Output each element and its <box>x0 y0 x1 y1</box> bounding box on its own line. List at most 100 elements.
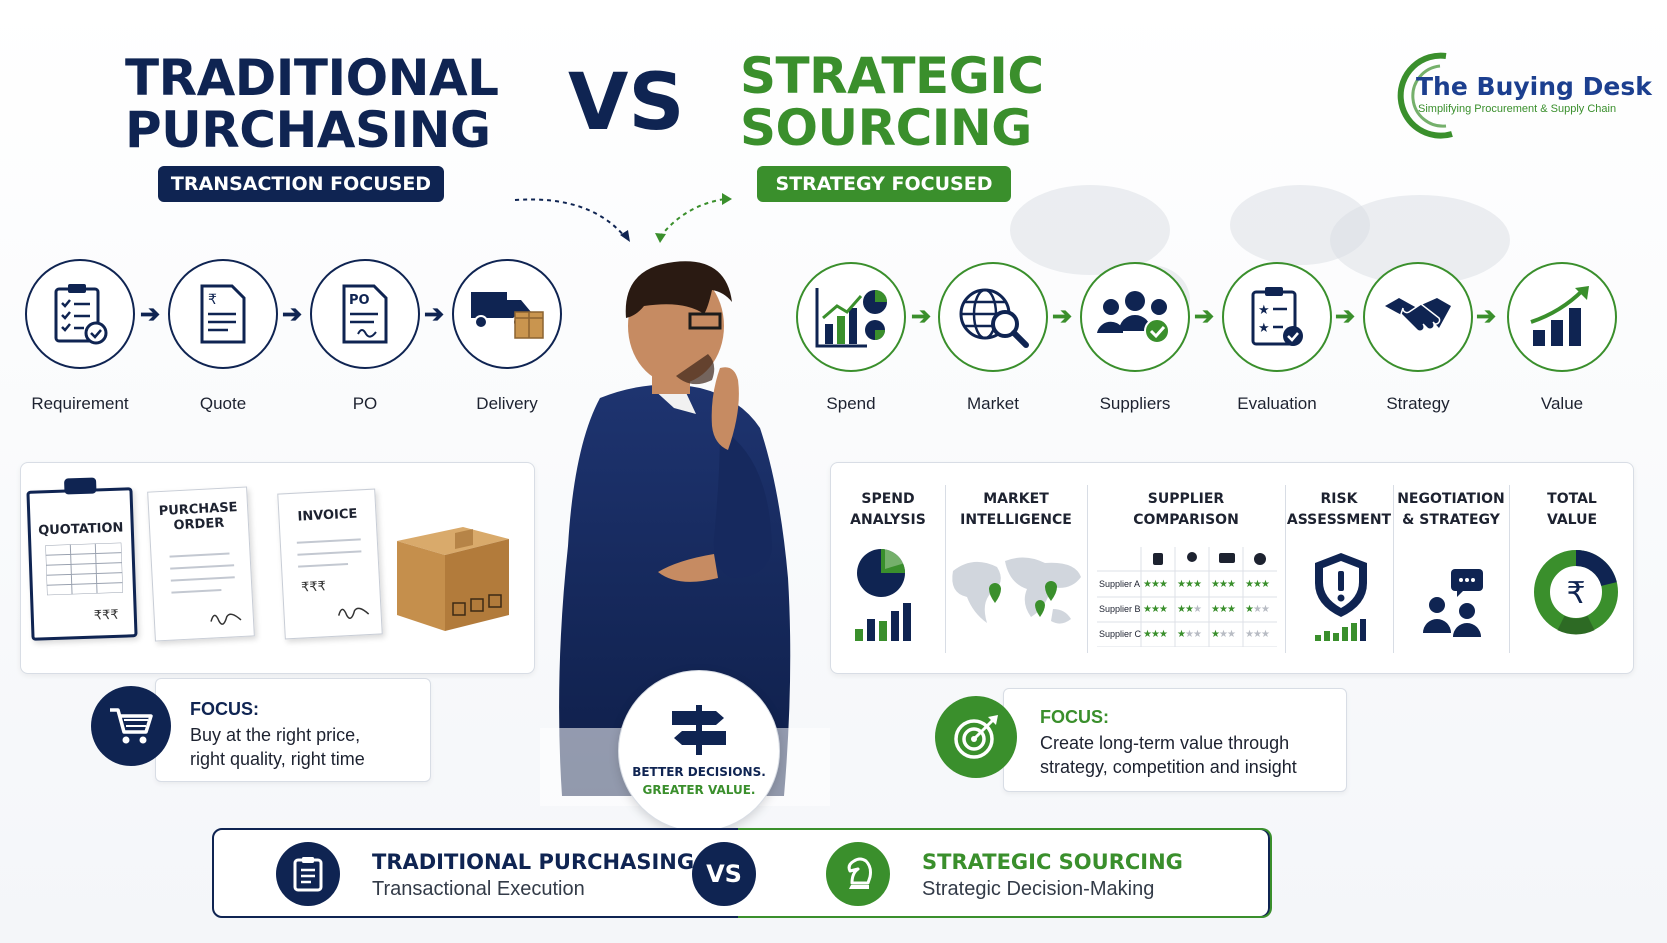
rating-stars: ★★★ <box>1177 604 1202 615</box>
logo-name: The Buying Desk <box>1416 72 1652 101</box>
clip-icon <box>64 477 97 495</box>
value-circle <box>1507 262 1617 372</box>
column-divider <box>945 485 946 653</box>
strategy-focused-pill: STRATEGY FOCUSED <box>757 166 1011 202</box>
quote-circle: ₹ <box>168 259 278 369</box>
rating-stars: ★★★ <box>1245 579 1270 590</box>
bottom-green-border <box>738 828 1272 918</box>
rating-stars: ★★★ <box>1143 604 1168 615</box>
doc-line <box>169 552 230 558</box>
step-label-suppliers: Suppliers <box>1099 394 1171 413</box>
svg-text:₹: ₹ <box>208 292 217 308</box>
column-divider <box>1509 485 1510 653</box>
column-head-line2: COMPARISON <box>1133 512 1239 528</box>
spend-analysis-icon <box>855 547 911 641</box>
bottom-chess-badge <box>826 842 890 906</box>
strategic-title: STRATEGIC SOURCING <box>740 50 1044 157</box>
step-label-po: PO <box>352 394 378 413</box>
bottom-clipboard-badge <box>276 842 340 906</box>
arrow-icon: ➔ <box>1476 303 1497 330</box>
step-label-value: Value <box>1540 394 1584 413</box>
bottom-vs-badge: VS <box>692 842 756 906</box>
column-divider <box>1087 485 1088 653</box>
purchase-order-title: PURCHASE ORDER <box>149 500 248 535</box>
traditional-focus-heading: FOCUS: <box>190 699 259 719</box>
cart-badge <box>91 686 171 766</box>
step-label-delivery: Delivery <box>476 394 538 413</box>
svg-text:₹: ₹ <box>1566 576 1585 611</box>
doc-line <box>171 588 222 594</box>
chess-knight-icon <box>847 857 872 889</box>
cardboard-box-icon <box>397 527 509 631</box>
rating-stars: ★★★ <box>1211 629 1236 640</box>
column-head-line1: MARKET <box>983 491 1049 507</box>
traditional-documents-panel: QUOTATION ₹₹₹ PURCHASE ORDER INVOICE ₹₹₹ <box>20 462 535 674</box>
strategic-focus-box: FOCUS: Create long-term value through st… <box>1003 688 1347 792</box>
traditional-title-line1: TRADITIONAL <box>125 49 499 107</box>
badge-line1: BETTER DECISIONS. <box>632 765 766 779</box>
dashed-arrows <box>514 193 732 243</box>
evaluation-clipboard-icon: ★ ★ <box>1251 287 1303 346</box>
world-map-pins-icon <box>952 557 1081 624</box>
column-head-line2: ASSESSMENT <box>1286 512 1392 528</box>
quotation-document: QUOTATION ₹₹₹ <box>26 477 138 641</box>
growth-chart-icon <box>1530 286 1589 346</box>
step-label-spend: Spend <box>826 394 876 413</box>
column-head-line1: NEGOTIATION <box>1397 491 1505 507</box>
strategic-focus-heading: FOCUS: <box>1040 707 1109 727</box>
step-label-quote: Quote <box>199 394 247 413</box>
negotiation-people-icon <box>1423 569 1483 637</box>
traditional-focus-line2: right quality, right time <box>190 749 365 769</box>
delivery-circle <box>452 259 562 369</box>
column-head-line2: INTELLIGENCE <box>960 512 1072 528</box>
bottom-comparison-bar: TRADITIONAL PURCHASING Transactional Exe… <box>212 828 1272 918</box>
doc-line <box>170 564 235 570</box>
suppliers-group-icon <box>1097 291 1170 344</box>
signature-icon <box>337 607 370 619</box>
rating-stars: ★★★ <box>1177 629 1202 640</box>
column-head-line2: ANALYSIS <box>850 512 926 528</box>
arrow-icon: ➔ <box>911 303 932 330</box>
supplier-comparison-table: Supplier A Supplier B Supplier C ★★★★★★★… <box>1097 547 1277 647</box>
rupee-document-icon: ₹ <box>200 284 246 344</box>
rating-stars: ★★★ <box>1211 579 1236 590</box>
column-head-risk-assessment: RISK ASSESSMENT <box>1285 489 1393 531</box>
supplier-row-name: Supplier A <box>1099 579 1141 589</box>
supplier-row-name: Supplier B <box>1099 604 1141 614</box>
logo-swoosh-icon <box>1397 52 1453 139</box>
strategic-analysis-panel: SPEND ANALYSIS MARKET INTELLIGENCE SUPPL… <box>830 462 1634 674</box>
spend-circle <box>796 262 906 372</box>
step-label-evaluation: Evaluation <box>1237 394 1317 413</box>
quotation-table <box>45 542 124 596</box>
rating-stars: ★★★ <box>1211 604 1236 615</box>
column-divider <box>1285 485 1286 653</box>
handshake-icon <box>1385 298 1451 332</box>
column-head-line2: VALUE <box>1546 512 1598 528</box>
strategic-focus-line1: Create long-term value through <box>1040 733 1290 753</box>
target-icon <box>954 715 998 759</box>
column-head-total-value: TOTAL VALUE <box>1509 489 1635 531</box>
bottom-traditional-sub: Transactional Execution <box>372 878 585 900</box>
signpost-icon <box>672 705 726 755</box>
column-head-line1: TOTAL <box>1547 491 1597 507</box>
doc-line <box>170 576 235 582</box>
signature-icon <box>210 613 242 625</box>
traditional-title: TRADITIONAL PURCHASING <box>125 49 499 156</box>
shopping-cart-icon <box>110 708 153 744</box>
bottom-traditional-title: TRADITIONAL PURCHASING <box>372 850 695 874</box>
column-head-supplier-comparison: SUPPLIER COMPARISON <box>1087 489 1285 531</box>
arrow-icon: ➔ <box>1335 303 1356 330</box>
transaction-focused-pill: TRANSACTION FOCUSED <box>158 166 444 202</box>
better-decisions-badge: BETTER DECISIONS. GREATER VALUE. <box>618 670 780 832</box>
arrow-icon: ➔ <box>424 301 445 328</box>
badge-line2: GREATER VALUE. <box>642 783 756 797</box>
rating-stars: ★★★ <box>1245 629 1270 640</box>
vs-title: VS <box>568 58 685 148</box>
column-head-line2: & STRATEGY <box>1402 512 1500 528</box>
strategic-title-line2: SOURCING <box>740 99 1032 157</box>
rating-stars: ★★★ <box>1143 629 1168 640</box>
clipboard-check-icon <box>54 284 108 345</box>
bottom-strategic-title: STRATEGIC SOURCING <box>922 850 1183 874</box>
step-label-market: Market <box>967 394 1019 413</box>
delivery-truck-icon <box>471 292 544 339</box>
